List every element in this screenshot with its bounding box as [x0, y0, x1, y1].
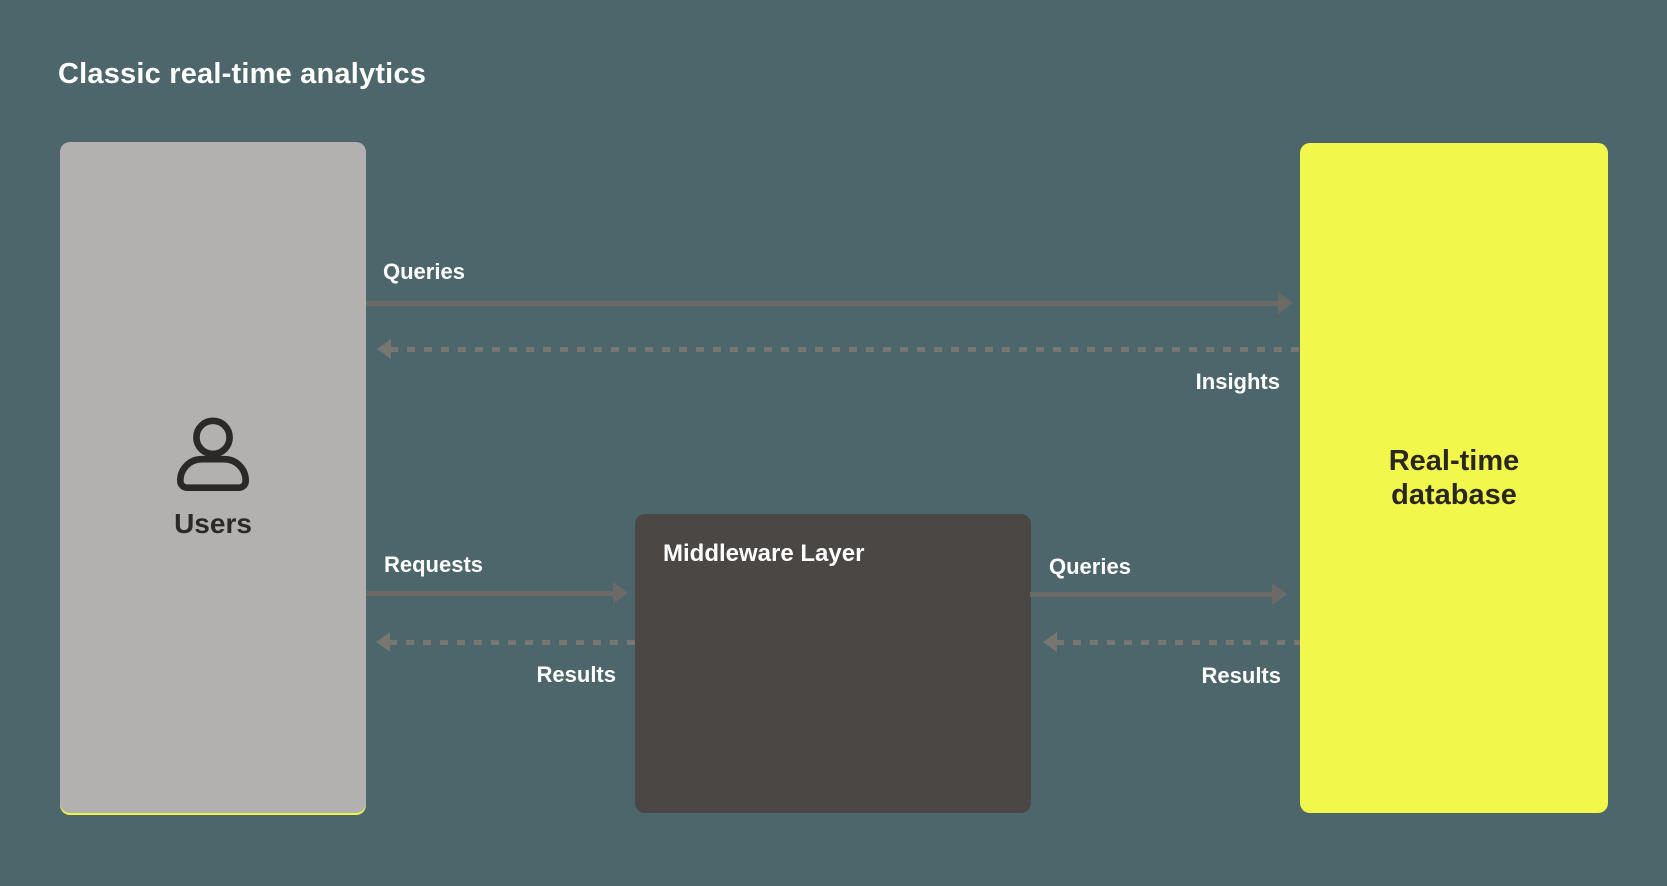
edge-middleware-to-users-results [376, 631, 635, 653]
edge-users-to-middleware-requests [366, 582, 628, 604]
edge-label-requests: Requests [384, 552, 484, 577]
arrow-line [366, 590, 615, 596]
edge-label-results-left: Results [536, 662, 616, 687]
arrowhead-left-icon [377, 339, 391, 359]
node-users: Users [60, 142, 366, 813]
edge-middleware-to-database-queries [1030, 583, 1287, 605]
arrow-line [390, 346, 1300, 352]
edge-users-to-database-queries [366, 292, 1293, 314]
edge-database-to-middleware-results [1043, 631, 1300, 653]
arrowhead-right-icon [1278, 292, 1293, 314]
node-database-label: Real-time database [1388, 445, 1520, 511]
edge-label-queries-right: Queries [1049, 554, 1131, 579]
node-database: Real-time database [1300, 143, 1608, 813]
edge-label-queries-top: Queries [383, 259, 465, 284]
node-middleware-label: Middleware Layer [663, 540, 865, 567]
arrowhead-left-icon [376, 632, 390, 652]
arrowhead-right-icon [613, 582, 628, 604]
arrowhead-left-icon [1043, 632, 1057, 652]
node-middleware: Middleware Layer [635, 514, 1031, 813]
edge-label-insights: Insights [1195, 369, 1280, 394]
arrow-line [389, 639, 635, 645]
node-users-label: Users [174, 507, 252, 539]
diagram-title: Classic real-time analytics [58, 58, 427, 90]
edge-database-to-users-insights [377, 338, 1300, 360]
arrow-line [1056, 639, 1300, 645]
arrowhead-right-icon [1272, 583, 1287, 605]
arrow-line [366, 300, 1280, 306]
edge-label-results-right: Results [1201, 663, 1281, 688]
person-icon [177, 417, 249, 491]
arrow-line [1030, 591, 1274, 597]
